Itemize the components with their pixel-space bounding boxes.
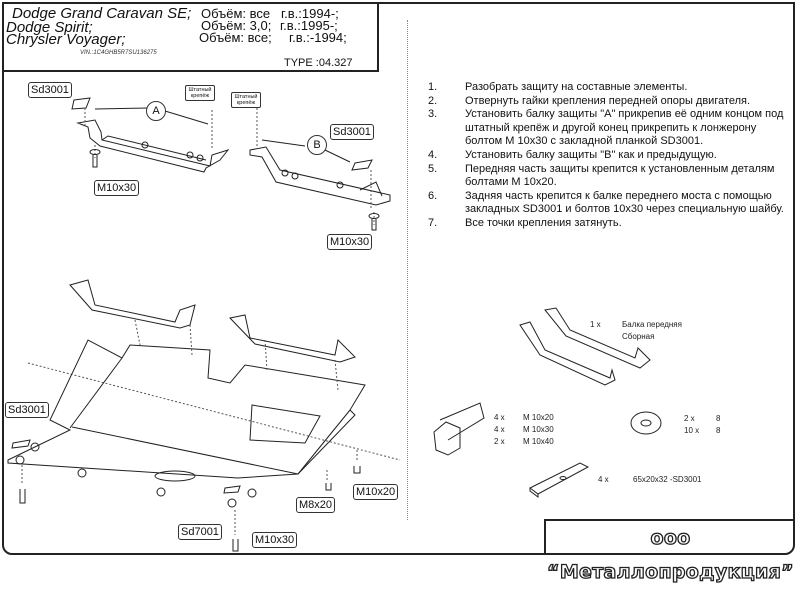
label-m10x30-c: M10x30 (252, 532, 298, 548)
section-divider (407, 20, 408, 520)
parts-bolt-drawing (433, 402, 485, 456)
assembly-drawing (7, 97, 662, 552)
beam-qty: 1 x (590, 320, 601, 329)
washer-size-2: 8 (716, 426, 721, 435)
washer-size-1: 8 (716, 414, 721, 423)
beam-name: Балка передняя (622, 320, 682, 329)
vin-number: VIN.:1C4GHB5R7SU136275 (80, 50, 157, 56)
label-stock-fastener-b: Штатный крепёж (231, 92, 261, 108)
instruction-step: 7.Все точки крепления затянуть. (428, 216, 622, 229)
instructions-list: 1.Разобрать защиту на составные элементы… (428, 81, 788, 231)
title-block: Dodge Grand Caravan SE; Dodge Spirit; Ch… (4, 4, 379, 72)
bolt-qty-3: 2 x (494, 437, 505, 446)
plate-size: 65x20x32 -SD3001 (633, 475, 702, 484)
type-code: TYPE :04.327 (284, 57, 353, 69)
label-sd3001-a: Sd3001 (28, 82, 72, 98)
page-frame (2, 2, 795, 555)
instruction-step: 2.Отвернуть гайки крепления передней опо… (428, 94, 751, 107)
instruction-step: 6.Задняя часть крепится к балке переднег… (428, 189, 784, 216)
parts-beam-drawing (519, 307, 651, 386)
volume-3: Объём: все; (199, 30, 272, 45)
label-m8x20: M8x20 (296, 497, 336, 513)
beam-a-drawing (71, 97, 230, 173)
bolt-size-2: M 10x30 (523, 425, 554, 434)
model-2: Dodge Spirit; (6, 19, 93, 36)
washer-qty-2: 10 x (684, 426, 700, 435)
label-m10x30-a: M10x30 (94, 180, 140, 196)
instruction-step: 1.Разобрать защиту на составные элементы… (428, 81, 688, 93)
bolt-size-3: M 10x40 (523, 437, 554, 446)
year-3: г.в.:-1994; (289, 30, 347, 45)
callout-circle-b: B (307, 135, 327, 155)
washer-qty-1: 2 x (684, 414, 695, 423)
model-3: Chrysler Voyager; (6, 31, 126, 48)
company-logo: ооо “Металлопродукция” (544, 519, 795, 584)
model-1: Dodge Grand Caravan SE; (12, 5, 192, 22)
volume-1: Объём: все (201, 6, 271, 21)
skid-plate-drawing (7, 279, 401, 552)
beam-name-2: Сборная (622, 332, 655, 341)
label-stock-fastener-a: Штатный крепёж (185, 85, 215, 101)
year-2: г.в.:1995-; (280, 18, 338, 33)
parts-washer-drawing (630, 411, 662, 435)
instruction-step: 3.Установить балку защиты "А" прикрепив … (428, 108, 784, 148)
volume-2: Объём: 3,0; (201, 18, 272, 33)
callout-circle-a: A (146, 101, 166, 121)
bolt-size-1: M 10x20 (523, 413, 554, 422)
label-m10x20: M10x20 (353, 484, 399, 500)
label-sd7001: Sd7001 (178, 524, 222, 540)
bolt-qty-2: 4 x (494, 425, 505, 434)
year-1: г.в.:1994-; (281, 6, 339, 21)
label-sd3001-b: Sd3001 (330, 124, 374, 140)
parts-plate-drawing (529, 462, 590, 498)
bolt-qty-1: 4 x (494, 413, 505, 422)
beam-b-drawing (249, 108, 391, 231)
instruction-step: 4.Установить балку защиты "В" как и пред… (428, 148, 717, 161)
instruction-step: 5.Передняя часть защиты крепится к устан… (428, 162, 775, 189)
plate-qty: 4 x (598, 475, 609, 484)
label-sd3001-c: Sd3001 (5, 402, 49, 418)
label-m10x30-b: M10x30 (327, 234, 373, 250)
